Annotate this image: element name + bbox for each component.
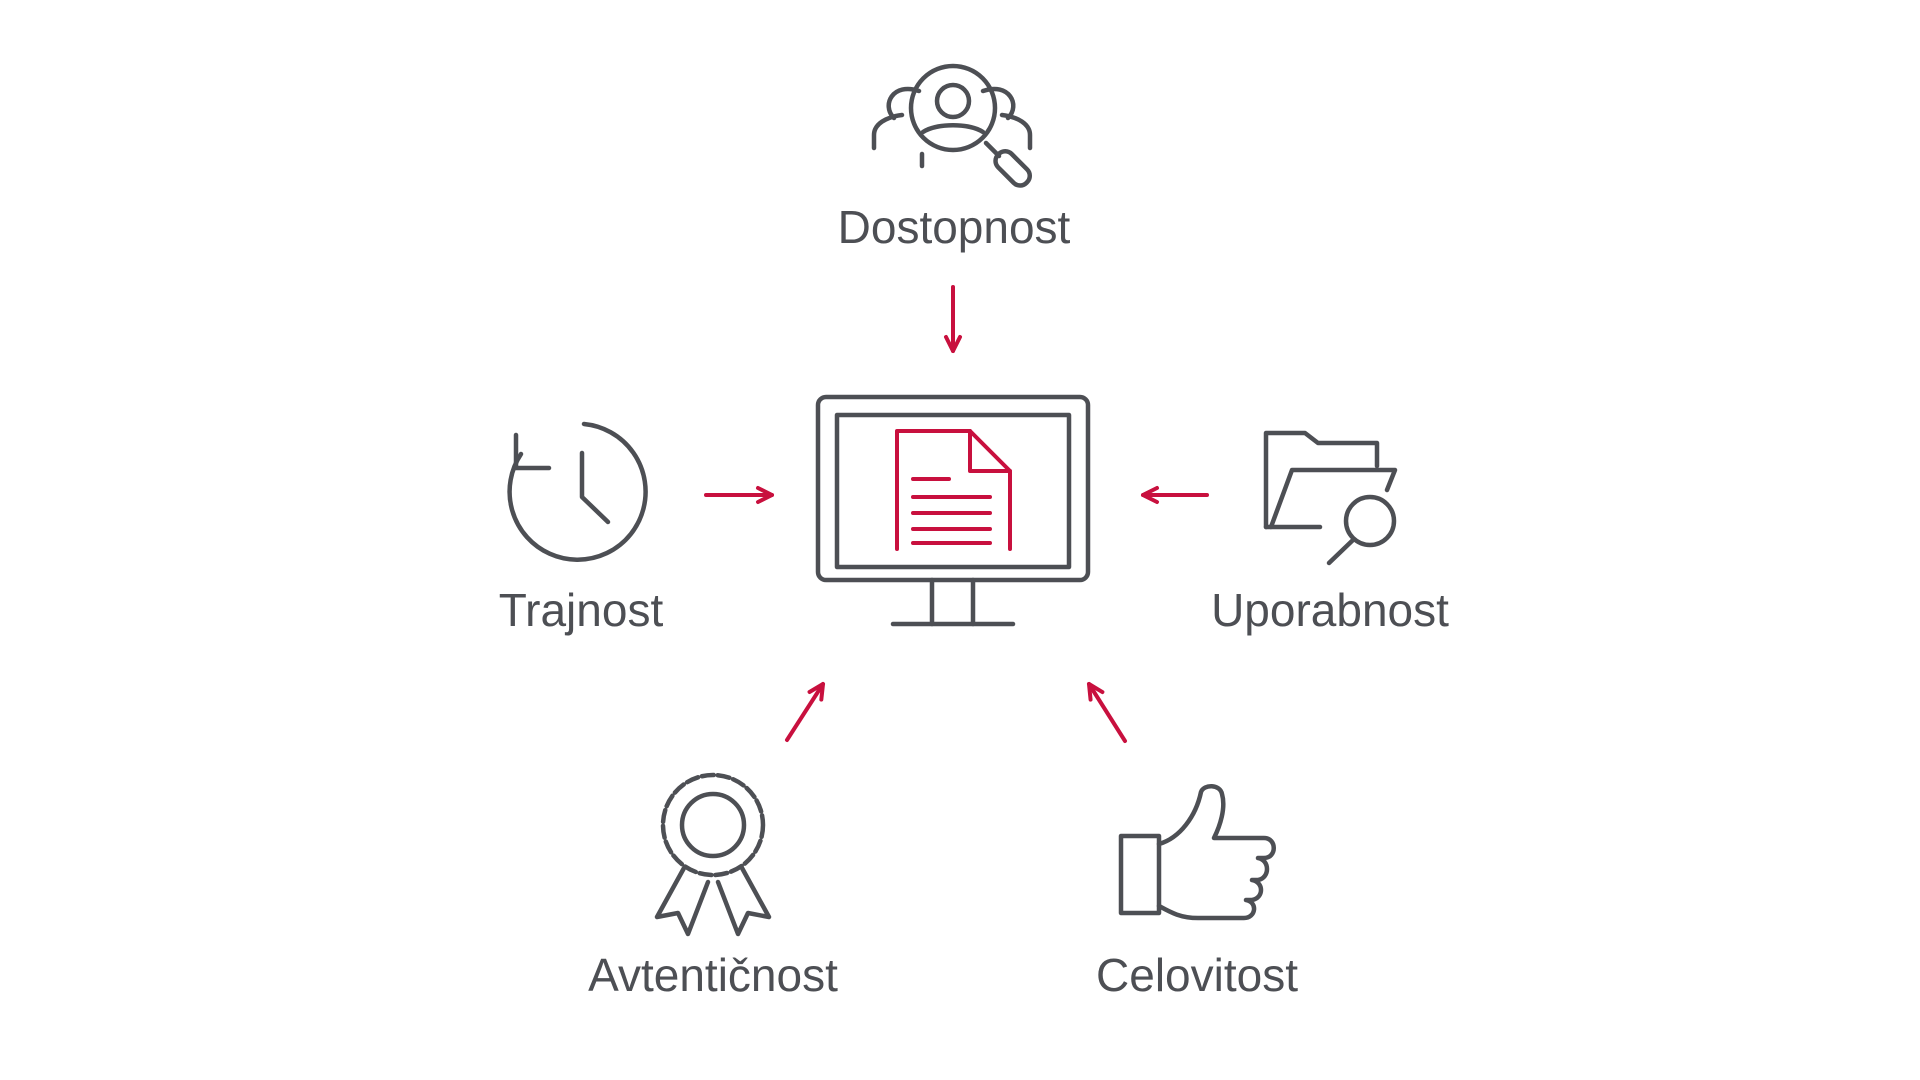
node-trajnost: Trajnost — [499, 421, 664, 636]
node-label-uporabnost: Uporabnost — [1211, 584, 1449, 636]
node-label-dostopnost: Dostopnost — [838, 201, 1071, 253]
monitor-document-icon — [815, 394, 1091, 627]
node-label-avtenticnost: Avtentičnost — [588, 949, 838, 1001]
award-ribbon-icon — [654, 772, 772, 937]
user-search-icon — [871, 63, 1033, 188]
node-avtenticnost: Avtentičnost — [588, 772, 838, 1001]
node-uporabnost: Uporabnost — [1211, 430, 1449, 636]
folder-search-icon — [1263, 430, 1398, 566]
clock-history-icon — [507, 421, 648, 562]
node-celovitost: Celovitost — [1096, 784, 1298, 1001]
arrow-celovitost-to-center — [1087, 682, 1127, 743]
node-label-trajnost: Trajnost — [499, 584, 664, 636]
node-dostopnost: Dostopnost — [838, 63, 1071, 253]
node-label-celovitost: Celovitost — [1096, 949, 1298, 1001]
thumbs-up-icon — [1118, 784, 1276, 921]
arrow-avtenticnost-to-center — [785, 682, 825, 742]
document-icon — [895, 429, 1012, 551]
